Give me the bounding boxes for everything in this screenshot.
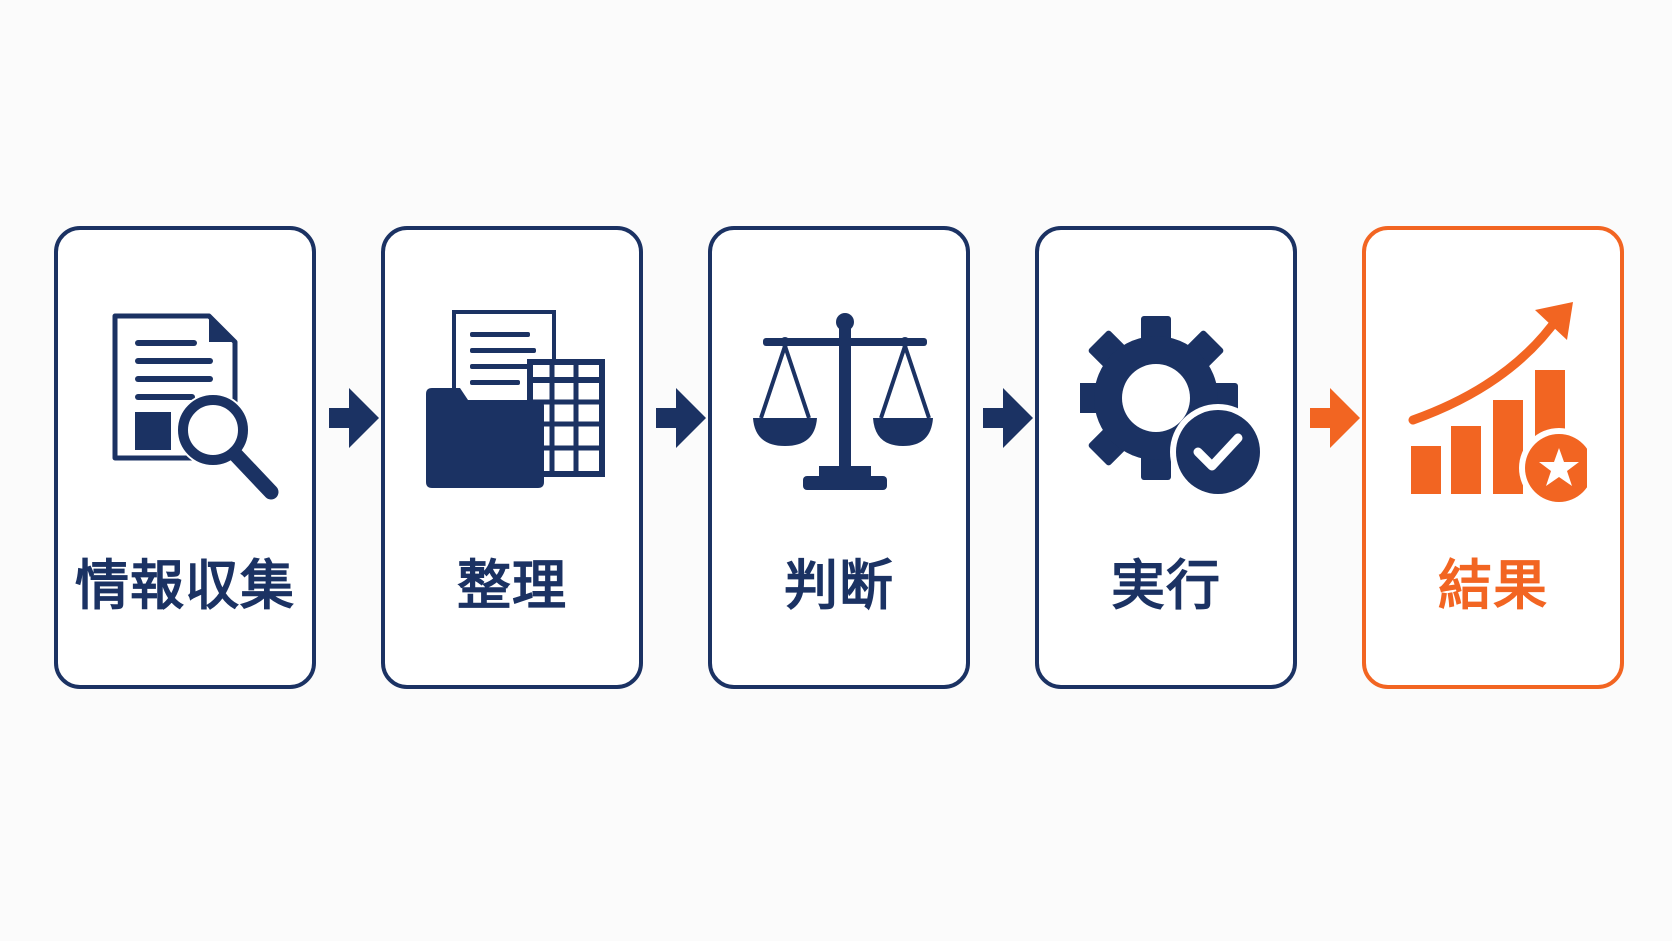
step-label: 判断	[784, 554, 894, 617]
document-search-icon	[99, 302, 279, 502]
arrow-right-icon	[656, 388, 708, 448]
step-result: 結果	[1362, 226, 1624, 689]
gear-check-icon	[1080, 302, 1260, 502]
step-label: 結果	[1438, 554, 1548, 617]
step-label: 情報収集	[75, 554, 295, 617]
step-organize: 整理	[381, 226, 643, 689]
arrow-right-icon	[329, 388, 381, 448]
folder-spreadsheet-icon	[426, 302, 606, 502]
arrow-right-icon	[983, 388, 1035, 448]
arrow-right-icon	[1310, 388, 1362, 448]
step-judgment: 判断	[708, 226, 970, 689]
growth-chart-star-icon	[1407, 302, 1587, 502]
step-label: 実行	[1111, 554, 1221, 617]
scales-icon	[753, 302, 933, 502]
step-information-gathering: 情報収集	[54, 226, 316, 689]
step-execution: 実行	[1035, 226, 1297, 689]
step-label: 整理	[457, 554, 567, 617]
